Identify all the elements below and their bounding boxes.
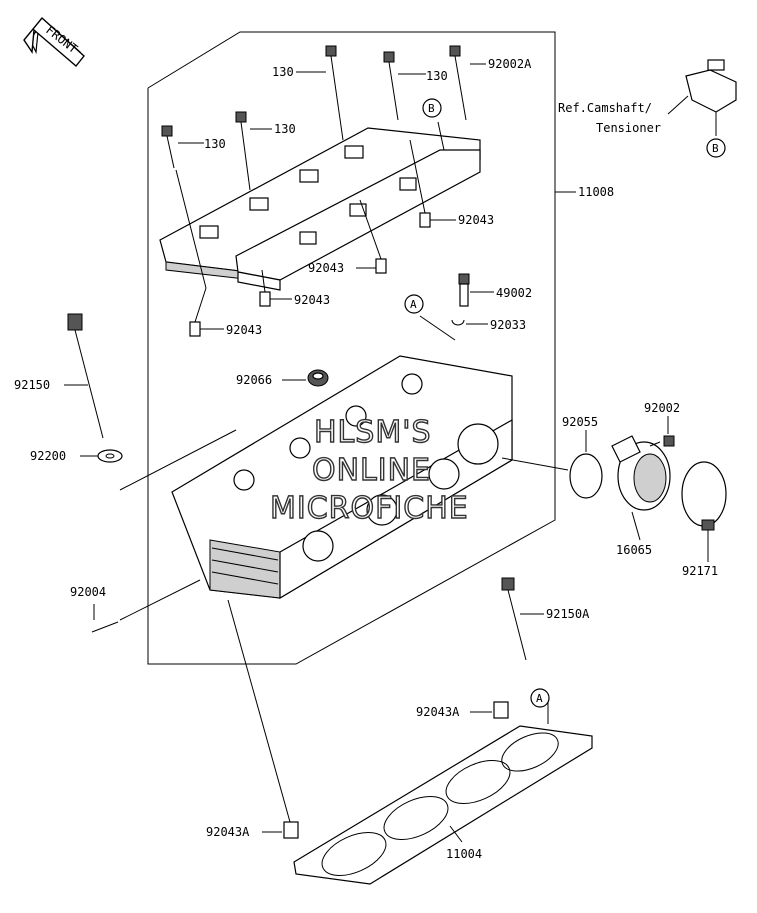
camshaft-tensioner-ref — [667, 59, 737, 136]
label-49002: 49002 — [496, 286, 532, 300]
label-92171: 92171 — [682, 564, 718, 578]
label-92043-b: 92043 — [308, 261, 344, 275]
label-92043-c: 92043 — [294, 293, 330, 307]
bolt-130-c — [235, 111, 272, 191]
watermark-line2: ONLINE — [312, 453, 431, 488]
cylinder-head — [171, 355, 513, 600]
label-130-c: 130 — [274, 122, 296, 136]
dowel-92043A-a — [470, 701, 509, 719]
clip-92033 — [451, 319, 488, 326]
holder-16065 — [611, 435, 671, 541]
label-92150A: 92150A — [546, 607, 590, 621]
bolt-130-b — [383, 51, 426, 121]
front-arrow: FRONT — [23, 16, 85, 68]
dowel-92043A-b — [227, 599, 299, 839]
callout-a-gasket-label: A — [536, 692, 543, 705]
bolt-92002A — [449, 45, 486, 121]
label-11004: 11004 — [446, 847, 482, 861]
stud-92004 — [91, 579, 201, 633]
callout-b-top-label: B — [428, 102, 435, 115]
label-92043A-a: 92043A — [416, 705, 460, 719]
camshaft-cap-front — [159, 127, 481, 283]
label-92055: 92055 — [562, 415, 598, 429]
label-92033: 92033 — [490, 318, 526, 332]
label-130-d: 130 — [204, 137, 226, 151]
callout-a-gasket: A — [530, 688, 550, 708]
label-92002: 92002 — [644, 401, 680, 415]
leader-lines — [419, 121, 576, 341]
callout-a-head: A — [404, 294, 424, 314]
bolt-130-d — [161, 125, 207, 289]
valve-49002 — [458, 273, 494, 307]
dowel-92043-a — [409, 139, 456, 228]
label-92043-d: 92043 — [226, 323, 262, 337]
callout-b-ref-label: B — [712, 142, 719, 155]
o-ring-92055 — [501, 430, 603, 499]
reference-line1: Ref.Camshaft/ — [558, 101, 652, 115]
bolt-92150 — [64, 313, 104, 439]
bolt-130-a — [296, 45, 344, 141]
callout-b-ref: B — [706, 138, 726, 158]
bolt-92002 — [649, 416, 675, 447]
clamp-92171 — [681, 461, 727, 562]
callout-b-top: B — [422, 98, 442, 118]
dowel-92043-b — [356, 199, 387, 274]
assembly-outline — [147, 31, 556, 665]
dowel-92043-d — [189, 287, 224, 337]
label-92200: 92200 — [30, 449, 66, 463]
reference-line2: Tensioner — [596, 121, 661, 135]
label-92043-a: 92043 — [458, 213, 494, 227]
label-130-a: 130 — [272, 65, 294, 79]
watermark: HLSM'S ONLINE MICROFICHE — [269, 414, 469, 526]
washer-92200 — [80, 429, 237, 491]
dowel-92043-c — [259, 269, 292, 307]
watermark-line1: HLSM'S — [314, 415, 432, 450]
label-130-b: 130 — [426, 69, 448, 83]
label-92066: 92066 — [236, 373, 272, 387]
label-11008: 11008 — [578, 185, 614, 199]
seal-92066 — [282, 369, 329, 387]
label-92004: 92004 — [70, 585, 106, 599]
bolt-92150A — [501, 577, 544, 661]
label-92150: 92150 — [14, 378, 50, 392]
label-92002A: 92002A — [488, 57, 532, 71]
callout-a-head-label: A — [410, 298, 417, 311]
watermark-line3: MICROFICHE — [270, 491, 469, 526]
gasket-11004 — [293, 698, 593, 885]
label-16065: 16065 — [616, 543, 652, 557]
label-92043A-b: 92043A — [206, 825, 250, 839]
